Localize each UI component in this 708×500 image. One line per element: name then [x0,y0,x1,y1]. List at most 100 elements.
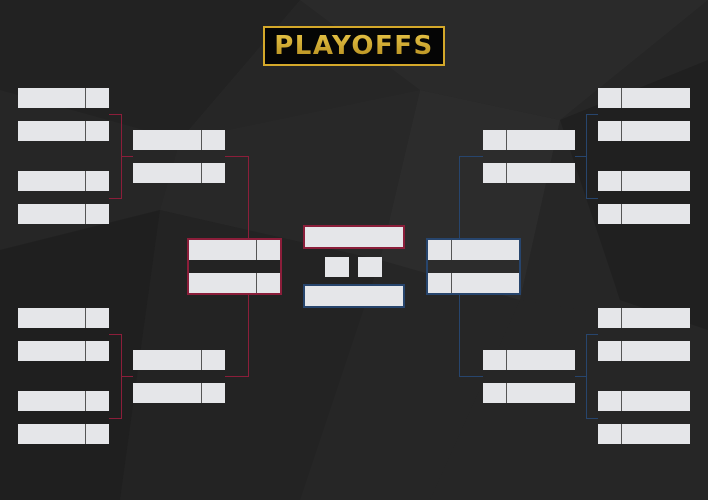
left-round2-slot-1[interactable] [133,130,225,150]
team-name-field[interactable] [622,204,690,224]
right-round2-slot-1[interactable] [483,130,575,150]
score-field[interactable] [598,308,622,328]
team-name-field[interactable] [189,273,256,293]
score-field[interactable] [483,163,507,183]
right-round1-slot-8[interactable] [598,424,690,444]
right-round1-slot-5[interactable] [598,308,690,328]
team-name-field[interactable] [18,121,85,141]
left-round2-slot-4[interactable] [133,383,225,403]
team-name-field[interactable] [622,88,690,108]
score-field[interactable] [598,204,622,224]
team-name-field[interactable] [507,350,575,370]
score-field[interactable] [85,341,109,361]
right-round1-slot-2[interactable] [598,121,690,141]
left-final-slot-2[interactable] [189,273,280,293]
left-round1-slot-3[interactable] [18,171,109,191]
right-final-slot-2[interactable] [428,273,519,293]
score-field[interactable] [85,204,109,224]
score-field[interactable] [85,88,109,108]
team-name-field[interactable] [133,350,201,370]
right-round1-slot-6[interactable] [598,341,690,361]
score-field[interactable] [201,350,225,370]
score-field[interactable] [85,171,109,191]
right-round2-slot-3[interactable] [483,350,575,370]
right-round2-slot-4[interactable] [483,383,575,403]
score-field[interactable] [85,121,109,141]
bracket-connector-line [109,114,121,115]
team-name-field[interactable] [507,130,575,150]
team-name-field[interactable] [18,424,85,444]
score-field[interactable] [201,130,225,150]
bracket-connector-line [121,156,133,157]
score-field[interactable] [256,273,280,293]
score-field[interactable] [428,273,452,293]
team-name-field[interactable] [189,240,256,260]
left-final-slot-1[interactable] [189,240,280,260]
score-field[interactable] [85,391,109,411]
left-round1-slot-5[interactable] [18,308,109,328]
team-name-field[interactable] [622,121,690,141]
score-field[interactable] [85,424,109,444]
left-round1-slot-2[interactable] [18,121,109,141]
team-name-field[interactable] [452,273,519,293]
left-round1-slot-1[interactable] [18,88,109,108]
bracket-connector-line [121,376,133,377]
score-field[interactable] [483,350,507,370]
right-final-slot-1[interactable] [428,240,519,260]
right-round1-slot-1[interactable] [598,88,690,108]
team-name-field[interactable] [622,171,690,191]
team-name-field[interactable] [133,130,201,150]
right-conference-final-frame [426,238,521,295]
bracket-connector-line [225,156,249,157]
right-round1-slot-4[interactable] [598,204,690,224]
team-name-field[interactable] [507,163,575,183]
bracket-connector-line [587,114,598,115]
score-field[interactable] [85,308,109,328]
team-name-field[interactable] [622,341,690,361]
right-round1-slot-3[interactable] [598,171,690,191]
score-field[interactable] [598,171,622,191]
left-round2-slot-2[interactable] [133,163,225,183]
left-round1-slot-8[interactable] [18,424,109,444]
bracket-connector-line [587,418,598,419]
left-round2-slot-3[interactable] [133,350,225,370]
score-field[interactable] [483,383,507,403]
right-round1-slot-7[interactable] [598,391,690,411]
score-field[interactable] [201,163,225,183]
team-name-field[interactable] [18,88,85,108]
championship-right-team-field[interactable] [303,284,405,308]
bracket-connector-line [587,334,598,335]
score-field[interactable] [598,341,622,361]
left-round1-slot-4[interactable] [18,204,109,224]
bracket-connector-line [587,198,598,199]
bracket-connector-line [109,334,121,335]
team-name-field[interactable] [622,424,690,444]
championship-left-score-field[interactable] [325,257,349,277]
championship-left-team-field[interactable] [303,225,405,249]
bracket-connector-line [248,156,249,238]
score-field[interactable] [256,240,280,260]
championship-right-score-field[interactable] [358,257,382,277]
team-name-field[interactable] [18,171,85,191]
team-name-field[interactable] [507,383,575,403]
right-round2-slot-2[interactable] [483,163,575,183]
score-field[interactable] [598,391,622,411]
left-round1-slot-7[interactable] [18,391,109,411]
team-name-field[interactable] [18,341,85,361]
left-round1-slot-6[interactable] [18,341,109,361]
team-name-field[interactable] [133,383,201,403]
team-name-field[interactable] [133,163,201,183]
team-name-field[interactable] [622,308,690,328]
team-name-field[interactable] [452,240,519,260]
score-field[interactable] [483,130,507,150]
team-name-field[interactable] [18,308,85,328]
playoffs-title-banner: PLAYOFFS [263,26,445,66]
score-field[interactable] [598,88,622,108]
score-field[interactable] [428,240,452,260]
score-field[interactable] [201,383,225,403]
score-field[interactable] [598,121,622,141]
team-name-field[interactable] [622,391,690,411]
team-name-field[interactable] [18,204,85,224]
team-name-field[interactable] [18,391,85,411]
score-field[interactable] [598,424,622,444]
